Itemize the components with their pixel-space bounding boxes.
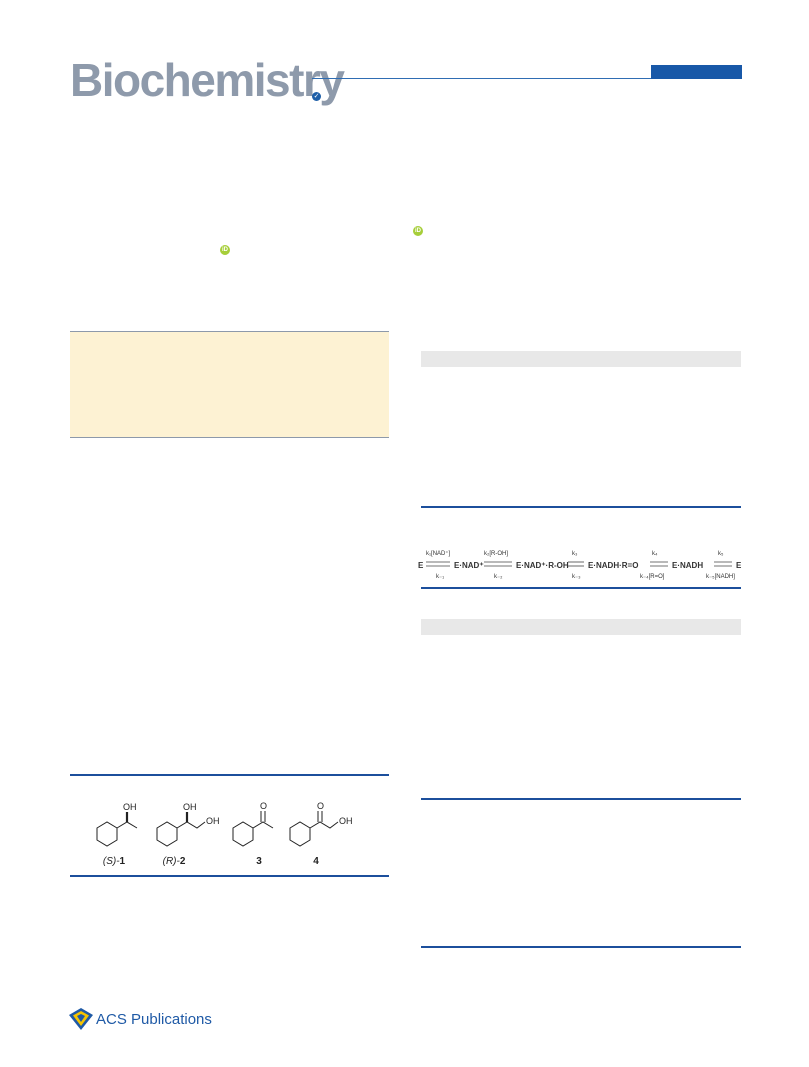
scheme-species: E bbox=[736, 561, 742, 570]
bond bbox=[116, 821, 138, 829]
table3-bottom-rule bbox=[421, 946, 741, 948]
compound-label: 4 bbox=[313, 856, 319, 867]
benzene-ring bbox=[96, 821, 118, 847]
rate-constant: k₅ bbox=[718, 551, 724, 557]
atom-label: OH bbox=[123, 802, 137, 812]
scheme-species: E·NADH·R=O bbox=[588, 561, 638, 570]
atom-label: OH bbox=[183, 802, 197, 812]
orcid-icon[interactable]: iD bbox=[413, 226, 423, 236]
table2-bottom-rule bbox=[421, 798, 741, 800]
kinetic-scheme: E E·NAD⁺ E·NAD⁺·R-OH E·NADH·R=O E·NADH E… bbox=[418, 550, 742, 580]
benzene-ring bbox=[289, 821, 311, 847]
rate-constant: k₋₃ bbox=[572, 574, 581, 580]
rate-constant: k₃ bbox=[572, 551, 578, 557]
scheme-top-rule bbox=[70, 774, 389, 776]
rate-constant: k₂[R-OH] bbox=[484, 551, 508, 557]
acs-logo-icon bbox=[69, 1008, 93, 1030]
orcid-icon[interactable]: iD bbox=[220, 245, 230, 255]
rate-constant: k₁[NAD⁺] bbox=[426, 550, 451, 557]
table1-bottom-rule bbox=[421, 506, 741, 508]
rate-constant: k₋₄[R=O] bbox=[640, 574, 665, 580]
atom-label: O bbox=[260, 801, 267, 811]
journal-logo: Biochemistry bbox=[70, 54, 345, 106]
compound-label: 3 bbox=[256, 856, 262, 867]
rate-constant: k₋₂ bbox=[494, 574, 503, 580]
bond bbox=[252, 821, 274, 829]
compound-structures: OH OH OH O O OH bbox=[96, 801, 353, 847]
benzene-ring bbox=[156, 821, 178, 847]
check-circle-icon: ✓ bbox=[312, 92, 321, 101]
benzene-ring bbox=[232, 821, 254, 847]
header-accent-bar bbox=[651, 65, 742, 79]
scheme-bottom-rule bbox=[421, 587, 741, 589]
atom-label: OH bbox=[206, 816, 220, 826]
table2-header bbox=[421, 619, 741, 635]
atom-label: OH bbox=[339, 816, 353, 826]
rate-constant: k₋₁ bbox=[436, 574, 444, 580]
table1-header bbox=[421, 351, 741, 367]
bond bbox=[309, 821, 339, 829]
scheme-species: E·NADH bbox=[672, 561, 703, 570]
compound-label: (S)-1 bbox=[102, 856, 126, 867]
compound-label: (R)-2 bbox=[162, 856, 186, 867]
header-rule bbox=[312, 78, 742, 79]
abstract-box bbox=[70, 331, 389, 438]
scheme-bottom-rule bbox=[70, 875, 389, 877]
atom-label: O bbox=[317, 801, 324, 811]
bond bbox=[176, 821, 206, 829]
scheme-species: E bbox=[418, 561, 424, 570]
rate-constant: k₄ bbox=[652, 551, 658, 557]
publisher-name[interactable]: ACS Publications bbox=[96, 1011, 212, 1028]
rate-constant: k₋₅[NADH] bbox=[706, 574, 735, 580]
scheme-species: E·NAD⁺ bbox=[454, 561, 484, 570]
scheme-species: E·NAD⁺·R-OH bbox=[516, 561, 569, 570]
